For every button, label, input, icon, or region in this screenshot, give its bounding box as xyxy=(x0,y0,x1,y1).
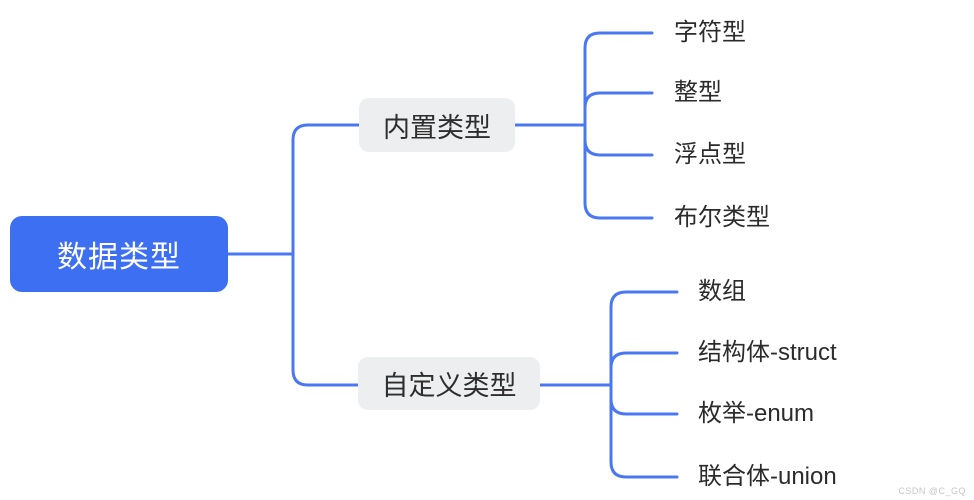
connector-root-to-builtin xyxy=(291,123,361,256)
branch-node-custom-types: 自定义类型 xyxy=(358,357,540,410)
connector-custom-leaf-1 xyxy=(609,290,679,387)
root-node-data-types: 数据类型 xyxy=(10,216,228,292)
connector-builtin-leaf-1 xyxy=(583,31,654,127)
leaf-bool-type: 布尔类型 xyxy=(674,204,770,231)
connector-builtin-leaf-2 xyxy=(583,91,654,127)
csdn-watermark: CSDN @C_GQ xyxy=(898,486,966,496)
leaf-integer-type: 整型 xyxy=(674,79,722,106)
branch-node-builtin-types: 内置类型 xyxy=(359,98,515,152)
connector-builtin-leaf-3 xyxy=(583,123,654,157)
leaf-struct: 结构体-struct xyxy=(698,339,837,366)
connector-custom-leaf-3 xyxy=(609,383,679,416)
connector-builtin-leaf-4 xyxy=(583,123,654,220)
leaf-array: 数组 xyxy=(698,278,746,305)
leaf-union: 联合体-union xyxy=(698,463,837,490)
leaf-enum: 枚举-enum xyxy=(698,400,815,427)
leaf-float-type: 浮点型 xyxy=(674,141,746,168)
connector-custom-leaf-4 xyxy=(609,383,679,479)
connector-custom-leaf-2 xyxy=(609,351,679,387)
leaf-char-type: 字符型 xyxy=(674,19,746,46)
connector-root-to-custom xyxy=(291,252,360,387)
